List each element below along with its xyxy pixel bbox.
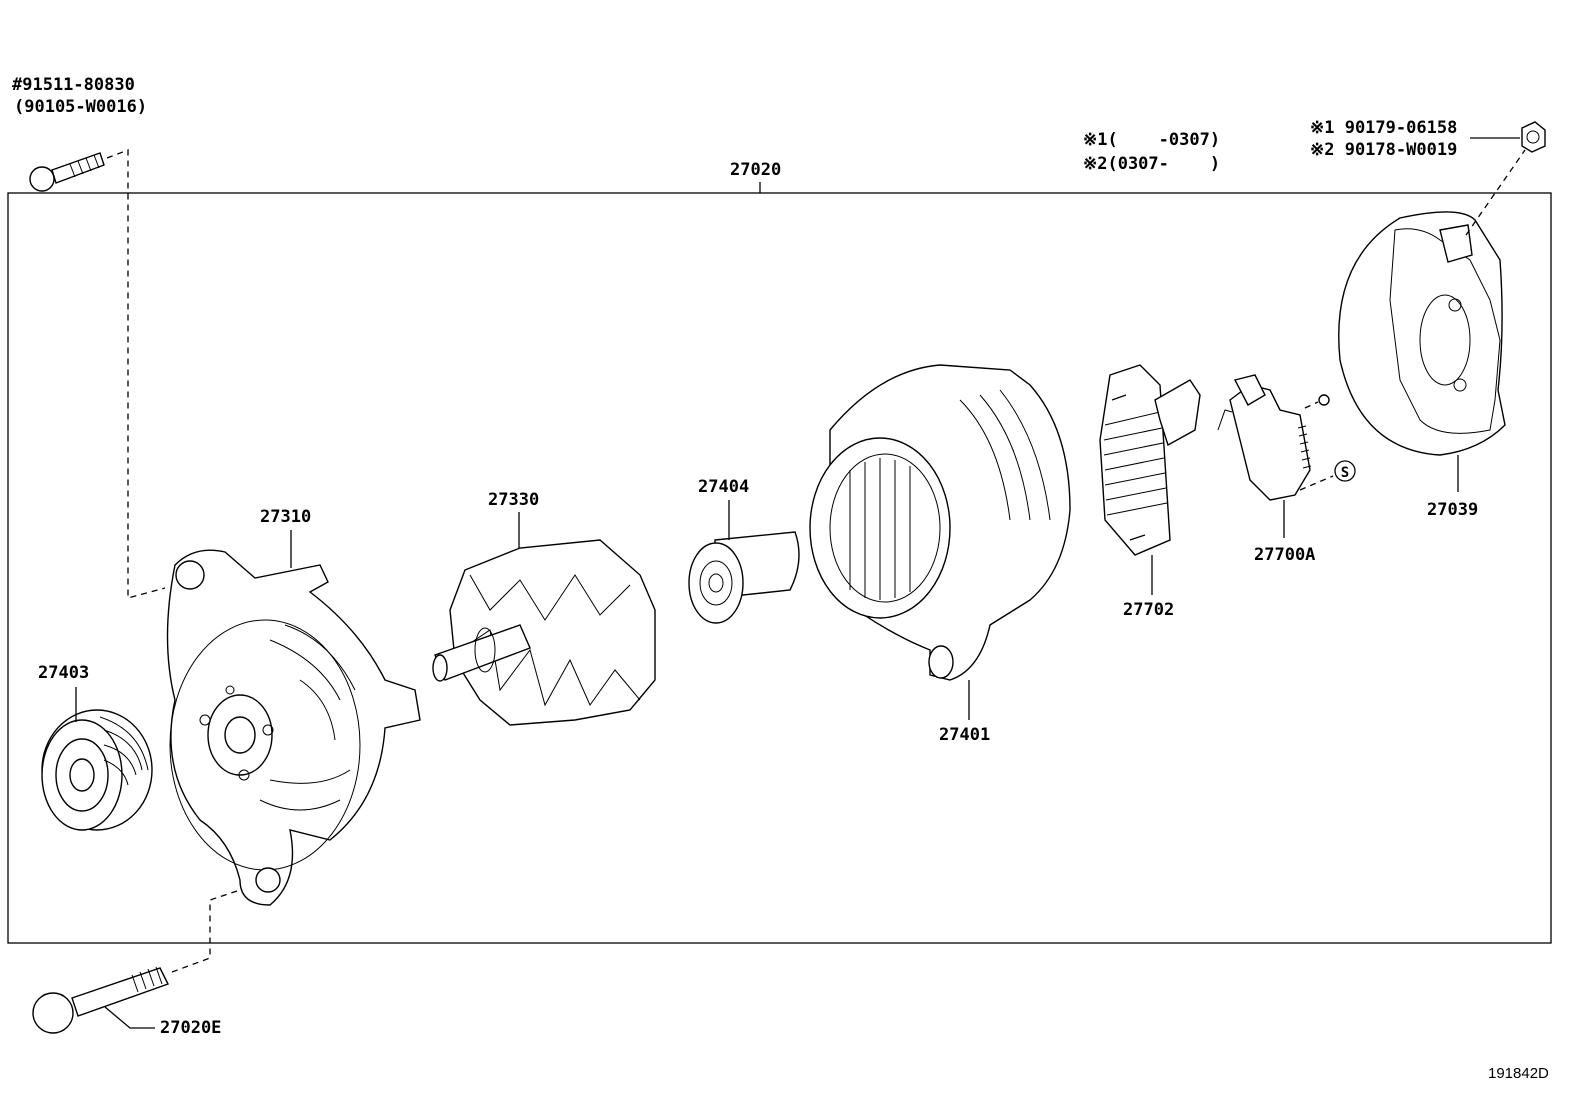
s-mark: S xyxy=(1334,460,1356,482)
bearing-label: 27404 xyxy=(698,477,749,497)
bolt-top-partno: #91511-80830 xyxy=(12,75,135,95)
regulator-screw-dash xyxy=(1304,401,1319,409)
bolt-top-dashline xyxy=(106,149,166,599)
nut-partno-2: ※2 90178-W0019 xyxy=(1310,140,1457,160)
s-mark-text: S xyxy=(1341,465,1349,481)
regulator[interactable] xyxy=(1217,374,1330,501)
stator-frame[interactable] xyxy=(809,364,1071,681)
nut-partno-1: ※1 90179-06158 xyxy=(1310,118,1457,138)
cap-nut[interactable] xyxy=(1521,121,1546,153)
regulator-label: 27700A xyxy=(1254,545,1315,565)
note-2: ※2(0307- ) xyxy=(1083,154,1220,174)
bolt-top-altpartno: (90105-W0016) xyxy=(14,97,147,117)
bolt-bottom-dashline xyxy=(171,889,241,973)
pulley-label: 27403 xyxy=(38,663,89,683)
bolt-top[interactable] xyxy=(29,152,105,192)
assembly-frame xyxy=(7,192,1552,944)
drive-end-frame[interactable] xyxy=(166,549,421,906)
rear-cover-label: 27039 xyxy=(1427,500,1478,520)
bolt-bottom[interactable] xyxy=(32,966,169,1034)
rectifier-label: 27702 xyxy=(1123,600,1174,620)
s-mark-dash xyxy=(1299,475,1334,491)
rotor-label: 27330 xyxy=(488,490,539,510)
assembly-label: 27020 xyxy=(730,160,781,180)
rear-cover[interactable] xyxy=(1338,211,1506,456)
drive-end-frame-label: 27310 xyxy=(260,507,311,527)
note-1: ※1( -0307) xyxy=(1083,130,1220,150)
bolt-bottom-label: 27020E xyxy=(160,1018,221,1038)
bearing[interactable] xyxy=(688,531,800,624)
diagram-id: 191842D xyxy=(1488,1065,1549,1082)
stator-frame-label: 27401 xyxy=(939,725,990,745)
bolt-bottom-leader xyxy=(104,1006,155,1029)
rotor[interactable] xyxy=(432,539,656,726)
pulley[interactable] xyxy=(41,709,153,831)
rectifier[interactable] xyxy=(1099,364,1201,556)
